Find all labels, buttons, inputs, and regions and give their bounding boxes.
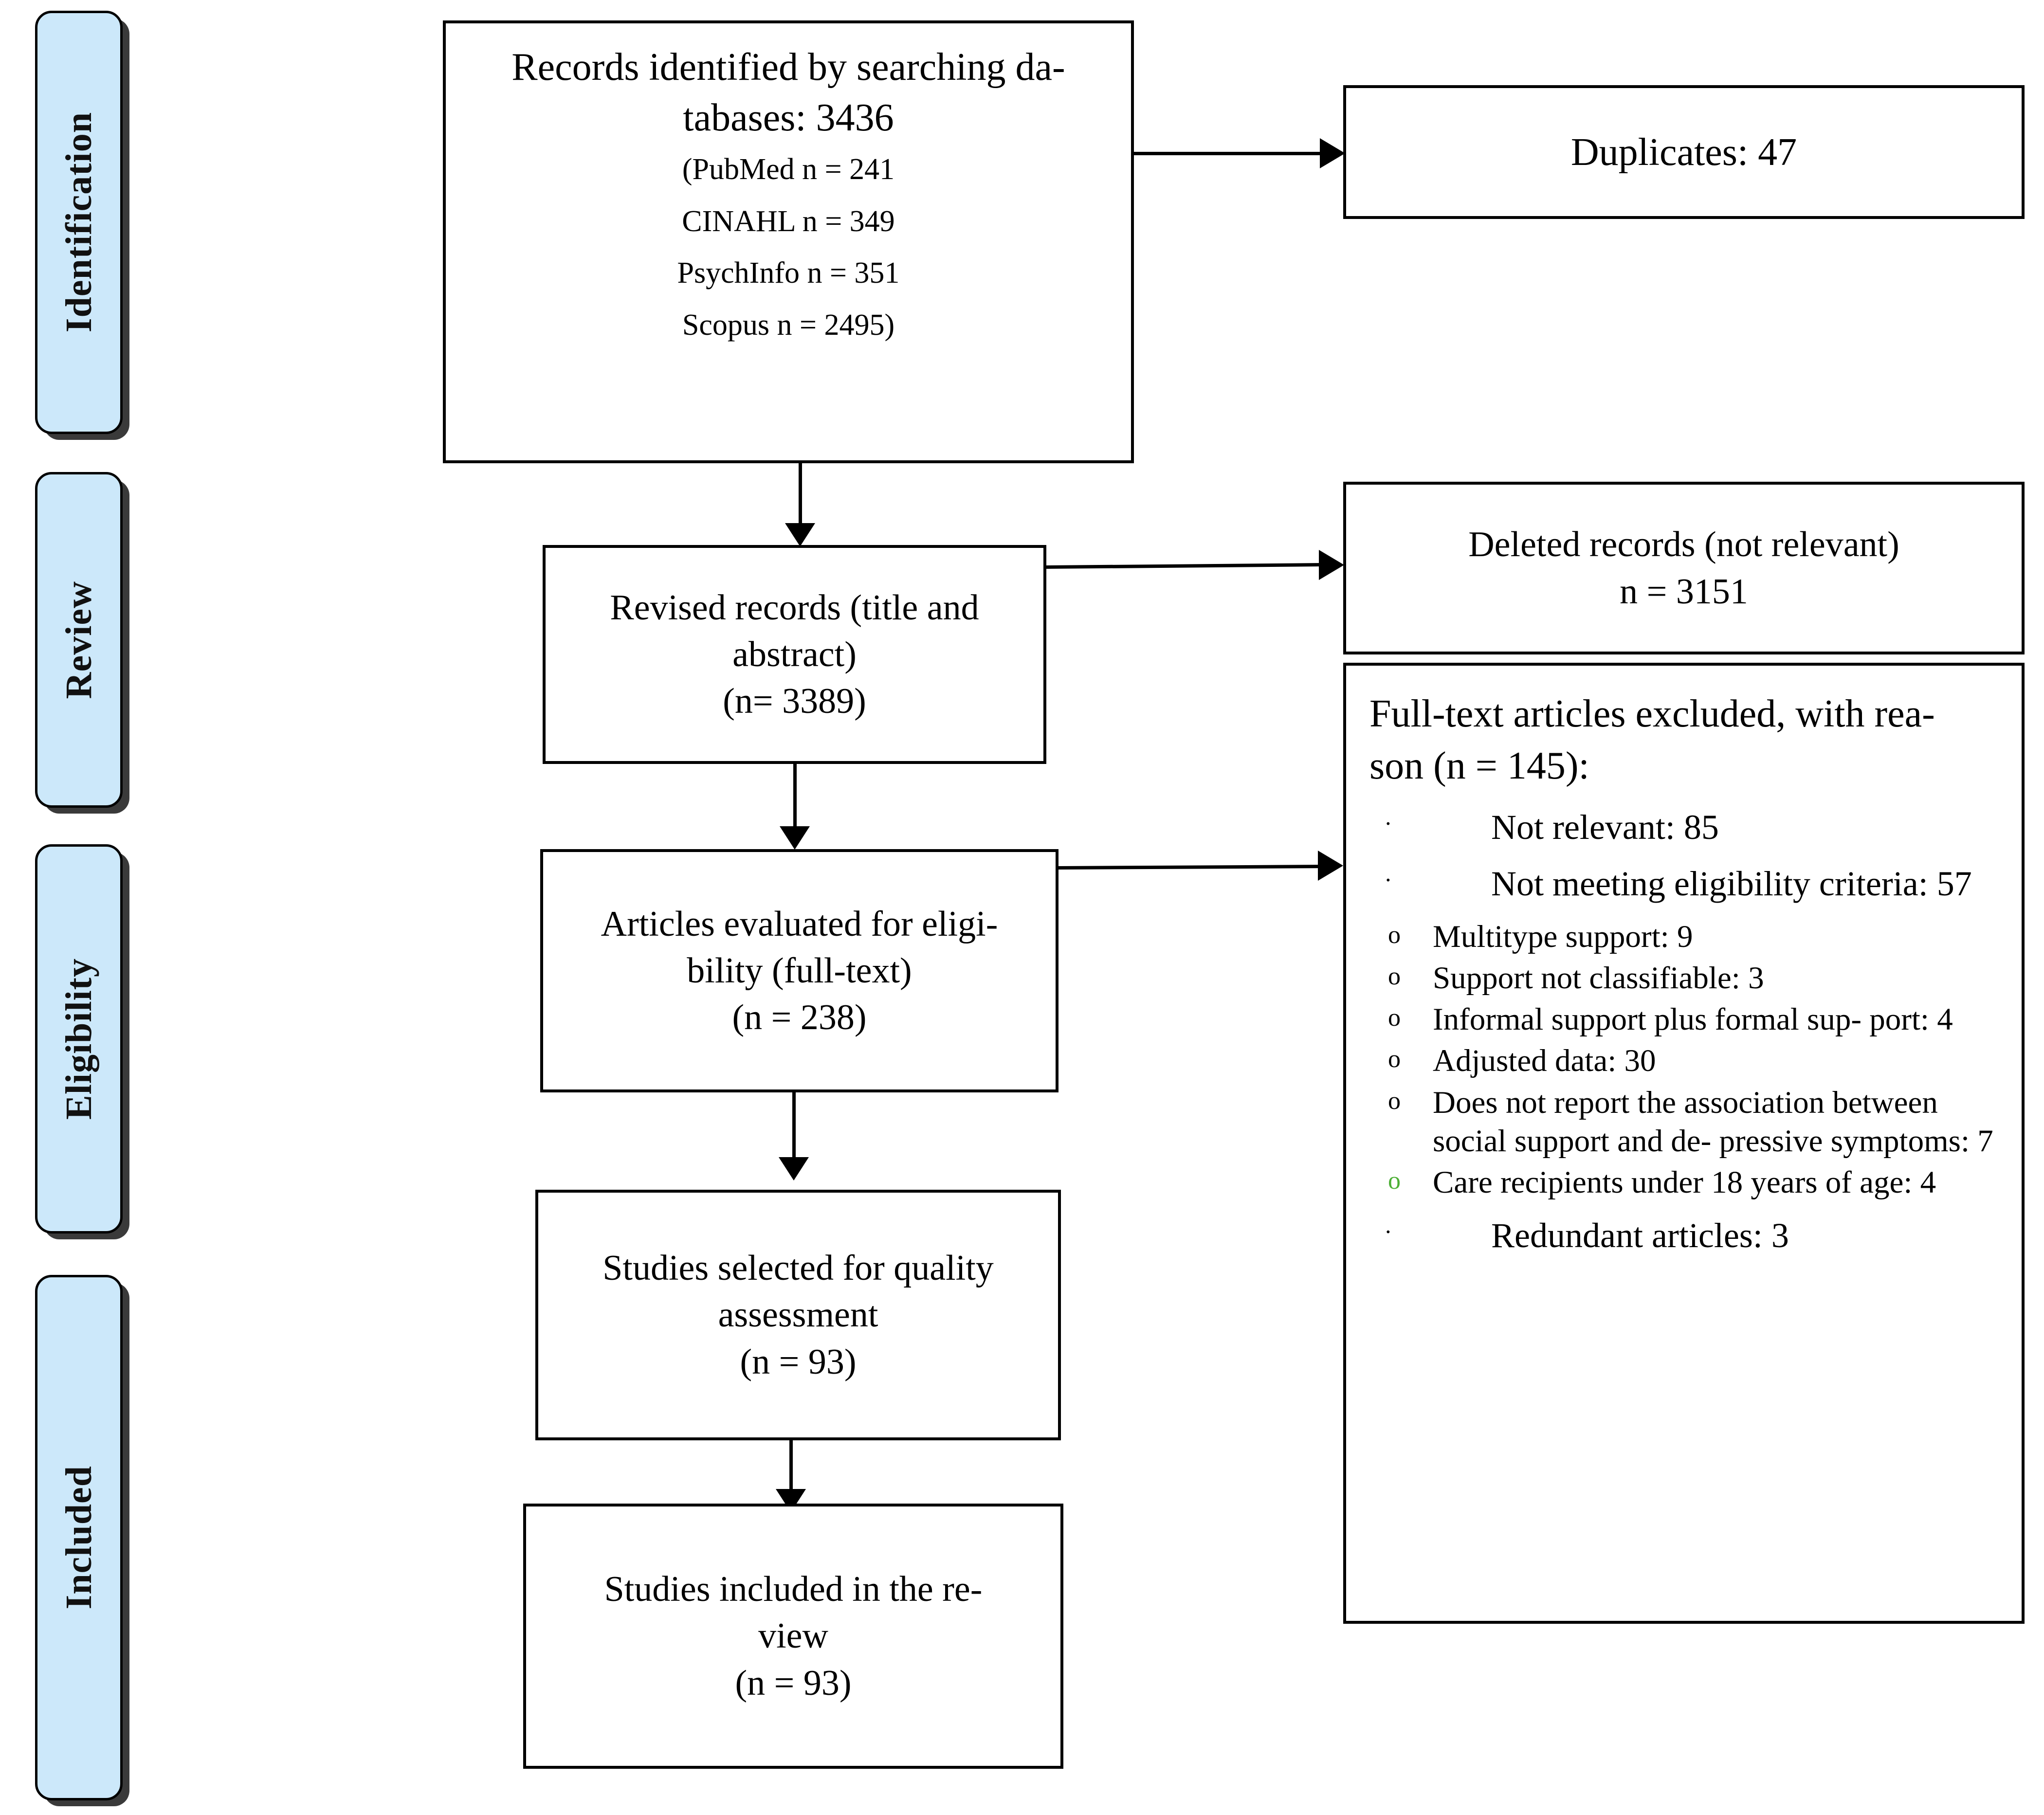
- bullet-marker-icon: ·: [1384, 866, 1392, 893]
- stage-label-review: Review: [35, 472, 123, 808]
- excluded-subitem-label: Informal support plus formal sup- port: …: [1433, 1002, 1953, 1037]
- bullet-marker-icon: ·: [1384, 810, 1392, 837]
- connector-quality-to-included: [789, 1440, 793, 1494]
- revised-records-text: Revised records (title and abstract) (n=…: [610, 587, 979, 722]
- stage-label-eligibility: Eligibility: [35, 844, 123, 1234]
- box-revised-records: Revised records (title and abstract) (n=…: [543, 545, 1046, 764]
- excluded-item-label: Not relevant: 85: [1491, 808, 1719, 847]
- arrowhead-to-revised: [785, 523, 815, 546]
- stage-label-text: Identification: [58, 112, 99, 333]
- bullet-marker-icon: ·: [1384, 1217, 1392, 1245]
- circle-bullet-icon: o: [1388, 921, 1401, 949]
- excluded-subitem: o Adjusted data: 30: [1369, 1042, 2007, 1080]
- circle-bullet-icon: o: [1388, 1087, 1401, 1115]
- source-line: (PubMed n = 241: [682, 153, 895, 186]
- circle-bullet-icon: o: [1388, 1004, 1401, 1032]
- excluded-subitem: o Does not report the association betwee…: [1369, 1084, 2007, 1161]
- excluded-subitem: o Multitype support: 9: [1369, 918, 2007, 956]
- arrowhead-to-deleted: [1319, 550, 1344, 580]
- excluded-subitem-label: Support not classifiable: 3: [1433, 960, 1764, 996]
- stage-label-text: Review: [58, 581, 99, 699]
- box-studies-quality-assessment: Studies selected for quality assessment …: [535, 1190, 1061, 1440]
- circle-bullet-icon: o: [1388, 1045, 1401, 1073]
- connector-revised-to-evaluated: [793, 764, 797, 830]
- excluded-item: · Not relevant: 85: [1369, 805, 2007, 851]
- excluded-subitem-label: Does not report the association between …: [1433, 1085, 1993, 1159]
- circle-bullet-icon: o: [1388, 962, 1401, 990]
- excluded-item-label: Not meeting eligibility criteria: 57: [1491, 864, 1972, 903]
- excluded-subitem: o Care recipients under 18 years of age:…: [1369, 1163, 2007, 1202]
- connector-identified-to-revised: [799, 463, 802, 526]
- stage-label-included: Included: [35, 1275, 123, 1800]
- duplicates-text: Duplicates: 47: [1570, 130, 1797, 174]
- source-line: Scopus n = 2495): [682, 308, 895, 342]
- studies-included-text: Studies included in the re- view (n = 93…: [604, 1569, 983, 1703]
- connector-revised-to-deleted: [1046, 563, 1322, 569]
- box-studies-included: Studies included in the re- view (n = 93…: [523, 1504, 1063, 1769]
- source-line: CINAHL n = 349: [682, 204, 895, 238]
- box-deleted-records: Deleted records (not relevant) n = 3151: [1343, 482, 2025, 654]
- excluded-item: · Not meeting eligibility criteria: 57: [1369, 861, 2007, 907]
- deleted-records-text: Deleted records (not relevant) n = 3151: [1468, 525, 1899, 612]
- excluded-subitem-label: Care recipients under 18 years of age: 4: [1433, 1165, 1936, 1200]
- excluded-subitem-list: o Multitype support: 9 o Support not cla…: [1369, 918, 2007, 1202]
- connector-evaluated-to-excluded: [1058, 865, 1322, 870]
- excluded-title: Full-text articles excluded, with rea- s…: [1369, 692, 1935, 788]
- connector-evaluated-to-quality: [792, 1092, 796, 1161]
- box-fulltext-excluded: Full-text articles excluded, with rea- s…: [1343, 663, 2025, 1624]
- records-identified-sources: (PubMed n = 241 CINAHL n = 349 PsychInfo…: [677, 150, 900, 345]
- stage-label-text: Eligibility: [58, 958, 99, 1120]
- box-records-identified: Records identified by searching da- taba…: [443, 20, 1134, 463]
- stage-label-identification: Identification: [35, 11, 123, 434]
- studies-quality-text: Studies selected for quality assessment …: [602, 1248, 994, 1382]
- excluded-subitem-label: Adjusted data: 30: [1433, 1043, 1656, 1079]
- connector-identified-to-duplicates: [1134, 152, 1322, 155]
- excluded-item: · Redundant articles: 3: [1369, 1213, 2007, 1259]
- circle-bullet-icon-green: o: [1388, 1167, 1401, 1195]
- arrowhead-to-excluded: [1318, 851, 1343, 881]
- stage-label-text: Included: [58, 1466, 99, 1610]
- source-line: PsychInfo n = 351: [677, 256, 900, 290]
- box-duplicates: Duplicates: 47: [1343, 85, 2025, 219]
- excluded-subitem: o Informal support plus formal sup- port…: [1369, 1000, 2007, 1039]
- excluded-item-label: Redundant articles: 3: [1491, 1216, 1789, 1255]
- arrowhead-to-duplicates: [1320, 138, 1345, 168]
- arrowhead-to-quality: [779, 1157, 809, 1180]
- records-identified-headline: Records identified by searching da- taba…: [511, 46, 1065, 139]
- box-articles-evaluated: Articles evaluated for eligi- bility (fu…: [540, 849, 1058, 1092]
- arrowhead-to-evaluated: [780, 826, 810, 850]
- articles-evaluated-text: Articles evaluated for eligi- bility (fu…: [601, 904, 998, 1038]
- excluded-subitem: o Support not classifiable: 3: [1369, 959, 2007, 998]
- excluded-subitem-label: Multitype support: 9: [1433, 919, 1693, 954]
